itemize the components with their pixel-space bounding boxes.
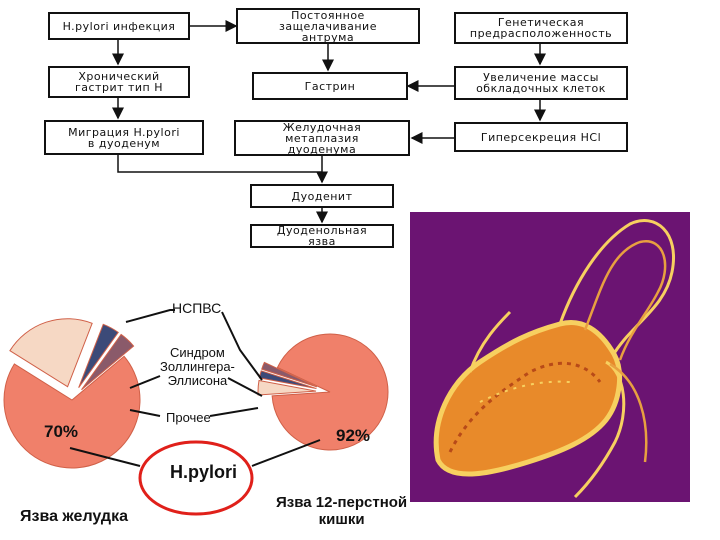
leader-other-left bbox=[129, 409, 161, 417]
pie-chart-gastric-ulcer bbox=[3, 318, 141, 469]
left-pie-caption: Язва желудка bbox=[20, 508, 128, 525]
flagellum-4 bbox=[573, 360, 626, 499]
leader-zollinger-right bbox=[227, 377, 263, 397]
duodenal-pie-slice-0 bbox=[271, 333, 389, 451]
box-antrum-acidification: Постоянное защелачивание антрума bbox=[236, 8, 420, 44]
left-pie-percent: 70% bbox=[44, 422, 79, 441]
box-gastric-metaplasia: Желудочная метаплазия дуоденума bbox=[234, 120, 410, 156]
label-other: Прочее bbox=[166, 410, 211, 425]
hpylori-highlight-circle bbox=[138, 440, 254, 516]
gastric-pie-slice-0 bbox=[3, 355, 141, 469]
gastric-pie-slice-3 bbox=[81, 333, 135, 391]
box-parietal-cell-mass: Увеличение массы обкладочных клеток bbox=[454, 66, 628, 100]
leader-other-right bbox=[209, 407, 259, 417]
flagellum-2 bbox=[558, 219, 675, 353]
label-zollinger-ellison: Синдром Золлингера- Эллисона bbox=[160, 345, 235, 388]
flagellum-1 bbox=[468, 310, 512, 373]
box-gastrin: Гастрин bbox=[252, 72, 408, 100]
box-duodenal-ulcer: Дуоденольная язва bbox=[250, 224, 394, 248]
box-hpylori-migration: Миграция H.pylori в дуоденум bbox=[44, 120, 204, 155]
box-hpylori-infection: H.pylori инфекция bbox=[48, 12, 190, 40]
right-pie-caption: Язва 12-перстной кишки bbox=[276, 494, 408, 528]
box-hcl-hypersecretion: Гиперсекреция НСl bbox=[454, 122, 628, 152]
bacterium-texture-2 bbox=[479, 380, 571, 403]
gastric-pie-slice-2 bbox=[78, 323, 119, 388]
flagellum-5 bbox=[609, 362, 648, 463]
box-genetic-predisposition: Генетическая предрасположенность bbox=[454, 12, 628, 44]
label-hpylori: H.pylori bbox=[170, 462, 238, 482]
pie-chart-duodenal-ulcer bbox=[257, 333, 389, 451]
leader-hpylori-left bbox=[69, 447, 141, 467]
leader-nsaid-left bbox=[125, 309, 175, 323]
bacterium-body bbox=[433, 320, 622, 477]
flagellum-3 bbox=[583, 240, 667, 361]
leader-hpylori-right bbox=[251, 439, 321, 467]
leader-zollinger-left bbox=[129, 375, 161, 389]
arrow-migration-to-duodenitis bbox=[117, 155, 322, 173]
duodenal-pie-slice-3 bbox=[261, 361, 318, 388]
box-chronic-gastritis: Хронический гастрит тип Н bbox=[48, 66, 190, 98]
hpylori-micrograph bbox=[410, 212, 690, 502]
right-pie-percent: 92% bbox=[336, 426, 371, 445]
gastric-pie-slice-1 bbox=[9, 318, 93, 388]
label-nsaid: НСПВС bbox=[172, 300, 222, 316]
leader-nsaid-right bbox=[221, 311, 263, 381]
box-duodenitis: Дуоденит bbox=[250, 184, 394, 208]
